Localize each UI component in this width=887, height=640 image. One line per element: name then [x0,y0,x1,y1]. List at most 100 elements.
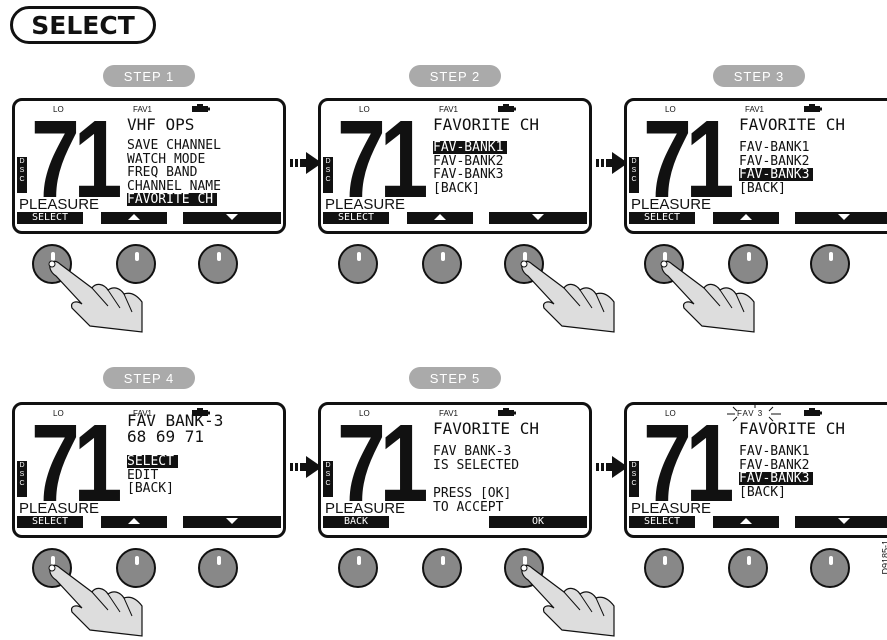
lo-indicator: LO [665,105,676,114]
arrow-right-icon [596,152,628,174]
step-3-pill: STEP 3 [713,65,805,87]
softkey-bar: SELECT [627,212,887,224]
menu-item[interactable]: FAV BANK-3 [433,444,512,459]
menu-item[interactable]: FAV-BANK1 [739,444,810,459]
down-arrow-icon [226,518,238,524]
softkey-knob-2[interactable] [422,548,462,588]
softkey-knob-2[interactable] [116,548,156,588]
menu-heading: FAVORITE CH [433,115,539,134]
menu-item[interactable]: [BACK] [739,484,786,500]
menu-item[interactable]: FAV-BANK1 [739,140,810,155]
menu-item[interactable]: WATCH MODE [127,151,206,167]
softkey-2[interactable] [101,212,167,224]
lo-indicator: LO [53,105,64,114]
up-arrow-icon [128,518,140,524]
softkey-2[interactable] [713,516,779,528]
softkey-3[interactable] [183,516,281,528]
arrow-right-icon [290,456,322,478]
softkey-knob-3[interactable] [810,244,850,284]
menu-item[interactable]: FAV-BANK1 [433,141,508,154]
softkey-knob-2[interactable] [728,244,768,284]
up-arrow-icon [740,518,752,524]
menu-item[interactable]: FAV-BANK3 [739,168,814,181]
menu-item[interactable]: EDIT [127,467,159,483]
menu-item[interactable]: CHANNEL NAME [127,178,221,194]
menu-item[interactable]: SELECT [127,455,178,468]
pressing-hand-icon [520,564,615,637]
softkey-1[interactable]: SELECT [629,516,695,528]
fav-indicator: FAV1 [439,105,458,114]
softkey-2[interactable] [407,212,473,224]
softkey-1[interactable]: BACK [323,516,389,528]
battery-icon [498,408,516,416]
softkey-2[interactable] [713,212,779,224]
softkey-2[interactable] [101,516,167,528]
menu-item[interactable]: FAV-BANK2 [739,457,810,473]
channel-number: 71 [337,98,429,221]
down-arrow-icon [532,214,544,220]
softkey-knob-1[interactable] [338,548,378,588]
menu-item[interactable]: SAVE CHANNEL [127,138,221,153]
softkey-3[interactable] [795,516,887,528]
softkey-bar: SELECT [321,212,589,224]
mode-label: PLEASURE [325,196,406,213]
softkey-3[interactable] [183,212,281,224]
softkey-knob-2[interactable] [422,244,462,284]
step-2-pill: STEP 2 [409,65,501,87]
softkey-knob-1[interactable] [338,244,378,284]
softkey-3[interactable] [489,212,587,224]
softkey-knob-1[interactable] [644,548,684,588]
softkey-1[interactable]: SELECT [629,212,695,224]
battery-icon [804,104,822,112]
softkey-3[interactable]: OK [489,516,587,528]
menu-item[interactable]: FAV-BANK2 [739,153,810,169]
menu-item[interactable]: [BACK] [127,481,174,496]
menu-heading: FAVORITE CH [433,419,539,438]
menu-item[interactable]: FAV-BANK3 [739,472,814,485]
pressing-hand-icon [660,260,755,333]
channel-number: 71 [643,402,735,525]
doc-id: D9185-1 [881,540,887,575]
fav-indicator: FAV1 [439,409,458,418]
menu-item[interactable]: FAV-BANK3 [433,167,504,182]
channel-number: 71 [31,98,123,221]
softkey-knob-3[interactable] [198,548,238,588]
menu-item[interactable]: [BACK] [433,180,480,196]
softkey-bar: BACK OK [321,516,589,528]
softkey-3[interactable] [795,212,887,224]
softkey-bar: SELECT [15,516,283,528]
mode-label: PLEASURE [631,196,712,213]
arrow-right-icon [290,152,322,174]
menu-heading: FAVORITE CH [739,419,845,438]
menu-item[interactable]: PRESS [OK] [433,486,512,501]
down-arrow-icon [838,214,850,220]
softkey-knob-3[interactable] [198,244,238,284]
menu-item[interactable]: FAV-BANK2 [433,153,504,169]
softkey-1[interactable]: SELECT [323,212,389,224]
menu-item[interactable]: FAVORITE CH [127,193,218,206]
mode-label: PLEASURE [631,500,712,517]
softkey-knob-3[interactable] [810,548,850,588]
softkey-bar: SELECT [627,516,887,528]
softkey-knob-2[interactable] [116,244,156,284]
menu-item[interactable]: IS SELECTED [433,458,520,473]
menu-heading: FAV BANK-3 [127,411,224,430]
menu-item[interactable]: FREQ BAND [127,165,198,180]
menu-subheading: 68 69 71 [127,427,205,446]
softkey-1[interactable]: SELECT [17,516,83,528]
fav-indicator: FAV1 [133,409,152,418]
menu-item[interactable]: [BACK] [739,180,786,196]
menu-item[interactable]: TO ACCEPT [433,500,504,515]
softkey-knob-2[interactable] [728,548,768,588]
softkey-1[interactable]: SELECT [17,212,83,224]
up-arrow-icon [740,214,752,220]
